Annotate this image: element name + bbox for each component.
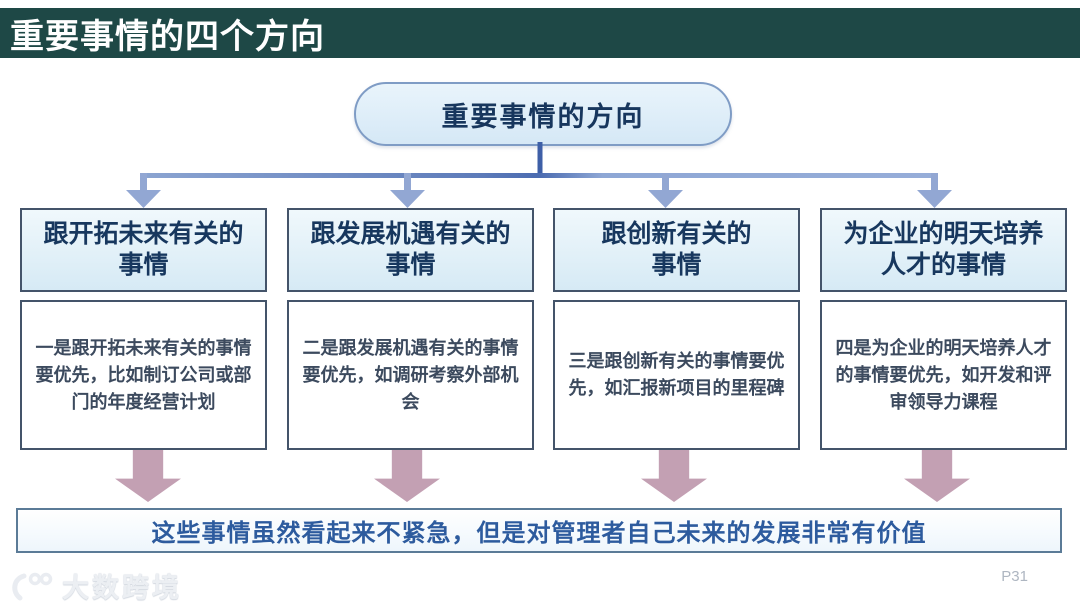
watermark-text: 大数跨境	[62, 573, 182, 603]
column-4-header: 为企业的明天培养 人才的事情	[820, 208, 1067, 292]
root-node: 重要事情的方向	[354, 82, 732, 146]
conclusion-text: 这些事情虽然看起来不紧急，但是对管理者自己未来的发展非常有价值	[151, 520, 927, 547]
conclusion-bar: 这些事情虽然看起来不紧急，但是对管理者自己未来的发展非常有价值	[16, 508, 1062, 553]
watermark: 大数跨境	[10, 566, 182, 605]
horizontal-line	[143, 173, 935, 178]
column-4-body: 四是为企业的明天培养人才的事情要优先，如开发和评审领导力课程	[820, 300, 1067, 450]
column-2-body: 二是跟发展机遇有关的事情要优先，如调研考察外部机会	[287, 300, 534, 450]
connector-arrowheads	[126, 173, 952, 208]
watermark-logo-icon	[12, 572, 53, 600]
down-arrow-icon	[641, 450, 707, 502]
column-1-header: 跟开拓未来有关的 事情	[20, 208, 267, 292]
column-3-body: 三是跟创新有关的事情要优先，如汇报新项目的里程碑	[553, 300, 800, 450]
slide-title: 重要事情的四个方向	[10, 17, 325, 56]
root-node-label: 重要事情的方向	[441, 101, 645, 132]
down-arrow-icon	[115, 450, 181, 502]
column-3-header: 跟创新有关的 事情	[553, 208, 800, 292]
root-stem-line	[537, 142, 543, 176]
column-2-header: 跟发展机遇有关的 事情	[287, 208, 534, 292]
title-bar: 重要事情的四个方向	[0, 8, 1080, 58]
page-number: P31	[1001, 568, 1028, 585]
down-arrow-icon	[904, 450, 970, 502]
down-arrow-icon	[374, 450, 440, 502]
column-1-body: 一是跟开拓未来有关的事情要优先，比如制订公司或部门的年度经营计划	[20, 300, 267, 450]
